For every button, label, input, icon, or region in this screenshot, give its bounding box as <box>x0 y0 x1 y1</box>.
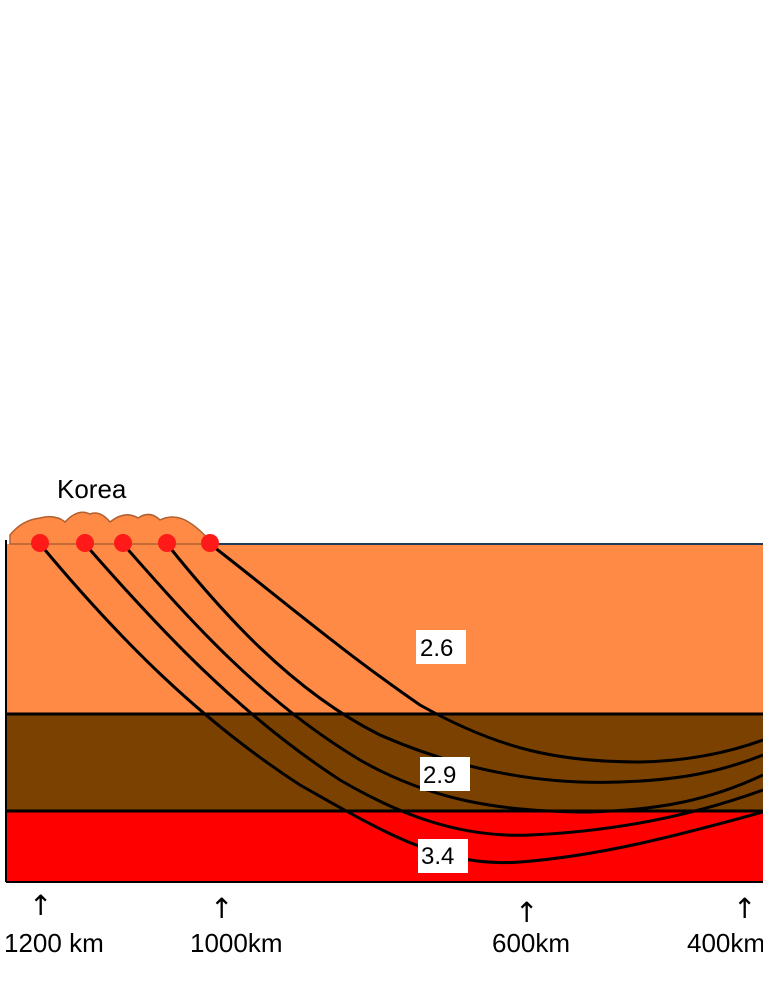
source-point-2 <box>76 534 94 552</box>
distance-label-2: 1000km <box>190 928 283 958</box>
source-points <box>31 534 219 552</box>
velocity-label-box-1 <box>416 630 466 664</box>
distance-label-1: 1200 km <box>4 928 104 958</box>
source-point-5 <box>201 534 219 552</box>
ray-path-2 <box>83 543 763 837</box>
ray-path-5 <box>209 542 763 764</box>
source-point-3 <box>114 534 132 552</box>
source-point-1 <box>31 534 49 552</box>
distance-label-4: 400km <box>687 928 763 958</box>
region-label: Korea <box>57 474 127 504</box>
velocity-label-box-2 <box>420 757 470 791</box>
velocity-label-2: 2.9 <box>423 762 456 789</box>
distance-arrow-2: ↑ <box>210 892 233 925</box>
velocity-label-box-3 <box>418 839 468 873</box>
distance-arrow-4: ↑ <box>733 892 756 925</box>
distance-arrow-3: ↑ <box>515 896 538 929</box>
ray-path-3 <box>121 543 763 814</box>
source-point-4 <box>158 534 176 552</box>
distance-label-3: 600km <box>492 928 570 958</box>
ray-path-1 <box>38 543 763 865</box>
velocity-label-3: 3.4 <box>421 843 454 870</box>
ray-paths <box>38 542 763 865</box>
velocity-label-1: 2.6 <box>420 635 453 662</box>
layer-upper-crust <box>6 544 763 714</box>
distance-arrow-1: ↑ <box>29 889 52 922</box>
